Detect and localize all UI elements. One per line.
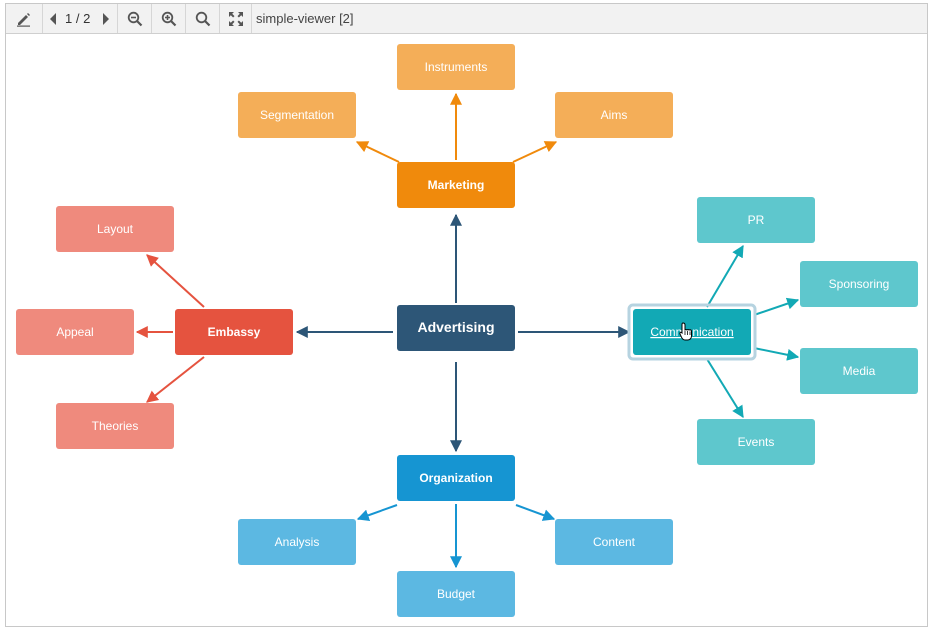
node-layout-label: Layout bbox=[97, 222, 134, 236]
node-layout-box bbox=[56, 206, 174, 252]
node-embassy-box bbox=[175, 309, 293, 355]
node-events[interactable]: Events bbox=[697, 419, 815, 465]
node-instruments-label: Instruments bbox=[425, 60, 488, 74]
zoom-reset-icon bbox=[195, 11, 210, 26]
hand-cursor-icon bbox=[679, 322, 692, 341]
node-segmentation[interactable]: Segmentation bbox=[238, 92, 356, 138]
next-page-icon bbox=[102, 12, 109, 25]
node-media[interactable]: Media bbox=[800, 348, 918, 394]
node-appeal[interactable]: Appeal bbox=[16, 309, 134, 355]
viewer-frame: 1 / 2 bbox=[5, 3, 928, 627]
edge-emb-theories bbox=[146, 356, 205, 403]
node-appeal-box bbox=[16, 309, 134, 355]
node-events-box bbox=[697, 419, 815, 465]
zoom-out-button[interactable] bbox=[118, 4, 152, 33]
edge-mkt-aims bbox=[512, 141, 558, 163]
edit-button[interactable] bbox=[6, 4, 43, 33]
page-indicator: 1 / 2 bbox=[65, 11, 91, 26]
node-media-box bbox=[800, 348, 918, 394]
node-analysis-label: Analysis bbox=[275, 535, 320, 549]
node-marketing-label: Marketing bbox=[428, 178, 485, 192]
edge-org-content bbox=[515, 504, 556, 521]
node-embassy[interactable]: Embassy bbox=[175, 309, 293, 355]
fullscreen-button[interactable] bbox=[220, 4, 252, 33]
edge-com-sponsoring bbox=[753, 297, 800, 316]
prev-page-icon bbox=[50, 12, 56, 25]
node-sponsoring-label: Sponsoring bbox=[829, 277, 890, 291]
toolbar: 1 / 2 bbox=[6, 4, 927, 34]
pencil-icon bbox=[17, 12, 30, 27]
edge-com-events bbox=[706, 358, 744, 419]
node-organization[interactable]: Organization bbox=[397, 455, 515, 501]
node-advertising-label: Advertising bbox=[417, 319, 494, 335]
node-sponsoring-box bbox=[800, 261, 918, 307]
zoom-in-icon bbox=[161, 11, 176, 26]
zoom-reset-button[interactable] bbox=[186, 4, 220, 33]
node-advertising-box bbox=[397, 305, 515, 351]
edge-emb-layout bbox=[146, 254, 205, 308]
node-aims-box bbox=[555, 92, 673, 138]
edge-mkt-segmentation bbox=[355, 141, 400, 163]
selection-outline bbox=[627, 303, 757, 361]
node-content-label: Content bbox=[593, 535, 636, 549]
mind-map: Advertising Marketing InstrumentsSegmentat… bbox=[16, 44, 918, 617]
node-sponsoring[interactable]: Sponsoring bbox=[800, 261, 918, 307]
node-pr-box bbox=[697, 197, 815, 243]
node-analysis-box bbox=[238, 519, 356, 565]
node-pr[interactable]: PR bbox=[697, 197, 815, 243]
node-theories-box bbox=[56, 403, 174, 449]
next-page-button[interactable] bbox=[94, 4, 118, 33]
node-analysis[interactable]: Analysis bbox=[238, 519, 356, 565]
document-title: simple-viewer [2] bbox=[256, 11, 354, 26]
node-marketing[interactable]: Marketing bbox=[397, 162, 515, 208]
node-organization-box bbox=[397, 455, 515, 501]
node-pr-label: PR bbox=[748, 213, 765, 227]
node-theories[interactable]: Theories bbox=[56, 403, 174, 449]
node-content-box bbox=[555, 519, 673, 565]
node-layout[interactable]: Layout bbox=[56, 206, 174, 252]
prev-page-button[interactable] bbox=[43, 4, 63, 33]
node-appeal-label: Appeal bbox=[56, 325, 93, 339]
node-embassy-label: Embassy bbox=[208, 325, 261, 339]
node-aims-label: Aims bbox=[601, 108, 628, 122]
edge-org-analysis bbox=[356, 504, 398, 521]
edge-com-media bbox=[753, 347, 800, 361]
node-theories-label: Theories bbox=[92, 419, 139, 433]
zoom-out-icon bbox=[127, 11, 142, 26]
node-organization-label: Organization bbox=[419, 471, 492, 485]
node-instruments-box bbox=[397, 44, 515, 90]
node-media-label: Media bbox=[843, 364, 876, 378]
node-budget[interactable]: Budget bbox=[397, 571, 515, 617]
zoom-in-button[interactable] bbox=[152, 4, 186, 33]
node-segmentation-label: Segmentation bbox=[260, 108, 334, 122]
node-segmentation-box bbox=[238, 92, 356, 138]
node-events-label: Events bbox=[738, 435, 775, 449]
node-budget-label: Budget bbox=[437, 587, 476, 601]
node-advertising[interactable]: Advertising bbox=[397, 305, 515, 351]
fullscreen-icon bbox=[228, 11, 243, 26]
node-aims[interactable]: Aims bbox=[555, 92, 673, 138]
node-budget-box bbox=[397, 571, 515, 617]
edge-com-pr bbox=[706, 244, 744, 308]
node-marketing-box bbox=[397, 162, 515, 208]
node-instruments[interactable]: Instruments bbox=[397, 44, 515, 90]
node-content[interactable]: Content bbox=[555, 519, 673, 565]
